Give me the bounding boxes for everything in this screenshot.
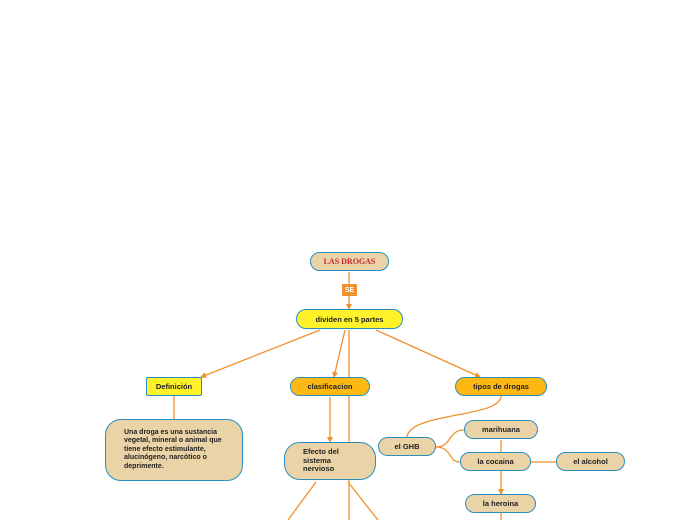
linker-label: SE [342, 284, 357, 296]
edge-tipos-ghb [406, 395, 502, 438]
edge-level1-tipos [375, 329, 481, 378]
edge-level1-clasificacion [332, 329, 346, 378]
definicion-node[interactable]: Definición [146, 377, 202, 396]
ghb-node[interactable]: el GHB [378, 437, 436, 456]
edge-ghb-cocaina [435, 446, 461, 463]
edge-level1-definicion [200, 329, 321, 378]
cocaina-node[interactable]: la cocaina [460, 452, 531, 471]
edge-efecto-down-right [347, 481, 379, 520]
tipos-node[interactable]: tipos de drogas [455, 377, 547, 396]
level1-node[interactable]: dividen en 5 partes [296, 309, 403, 329]
heroina-node[interactable]: la heroina [465, 494, 536, 513]
edge-ghb-marihuana [435, 429, 465, 448]
definicion-text-node[interactable]: Una droga es una sustancia vegetal, mine… [105, 419, 243, 481]
marihuana-node[interactable]: marihuana [464, 420, 538, 439]
alcohol-node[interactable]: el alcohol [556, 452, 625, 471]
efecto-node[interactable]: Efecto del sistema nervioso [284, 442, 376, 480]
clasificacion-node[interactable]: clasificacion [290, 377, 370, 396]
edge-efecto-down-left [287, 481, 317, 520]
root-node[interactable]: LAS DROGAS [310, 252, 389, 271]
